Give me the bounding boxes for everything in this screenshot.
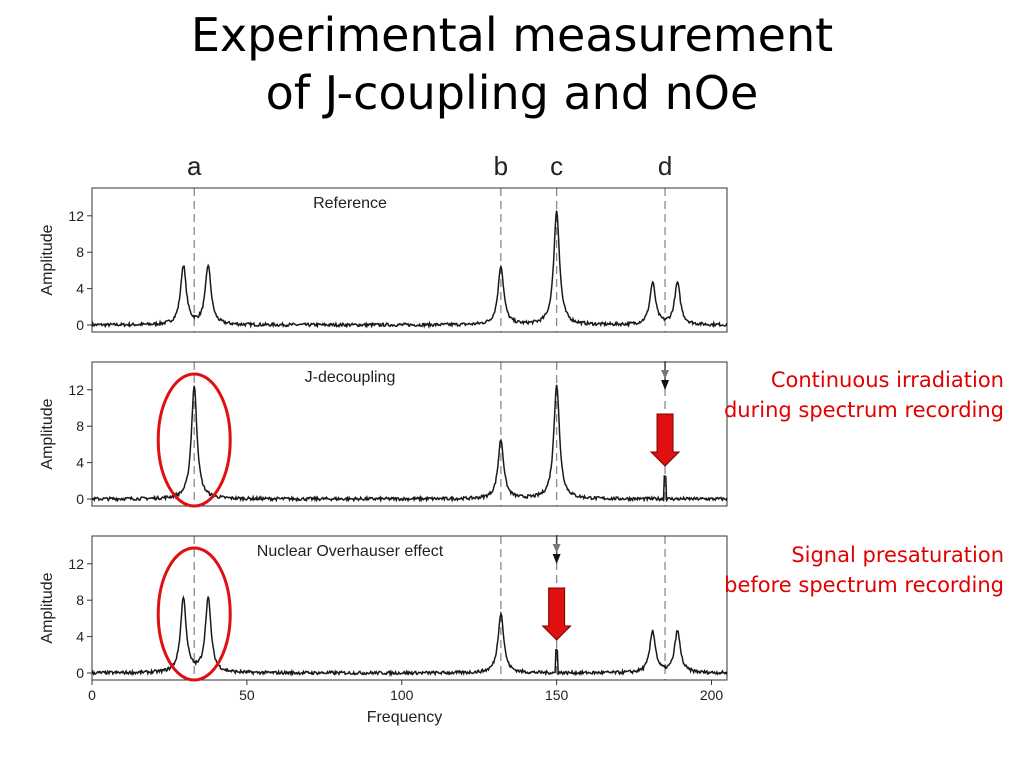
highlight-ellipse xyxy=(156,372,232,508)
y-tick-label: 4 xyxy=(76,281,84,297)
panel-frame xyxy=(91,361,728,507)
irradiation-chevron-icon xyxy=(552,554,561,564)
y-tick-label: 12 xyxy=(68,382,84,398)
spectrum-trace xyxy=(91,594,728,678)
irradiation-chevron-icon xyxy=(661,370,670,379)
irradiation-note-line-2: during spectrum recording xyxy=(723,398,1004,422)
title-line-1: Experimental measurement xyxy=(190,8,834,62)
y-tick-label: 8 xyxy=(76,244,84,260)
x-tick-label: 150 xyxy=(545,687,569,703)
spectrum-trace xyxy=(91,384,728,503)
highlight-ellipse xyxy=(156,546,232,682)
red-arrow-icon xyxy=(649,413,681,467)
presaturation-note-line-2: before spectrum recording xyxy=(724,573,1004,597)
y-tick-label: 12 xyxy=(68,556,84,572)
x-axis-label: Frequency xyxy=(367,709,443,726)
panel-frame xyxy=(91,187,728,333)
y-tick-label: 0 xyxy=(76,317,84,333)
slide-title: Experimental measurement of J-coupling a… xyxy=(0,6,1024,122)
spectrum-trace xyxy=(91,210,728,330)
peak-label-d: d xyxy=(658,151,672,181)
x-tick-label: 200 xyxy=(700,687,724,703)
y-tick-label: 4 xyxy=(76,629,84,645)
y-axis-label: Amplitude xyxy=(39,572,56,643)
irradiation-note-line-1: Continuous irradiation xyxy=(770,368,1004,392)
peak-label-c: c xyxy=(550,151,563,181)
panel-frame xyxy=(91,535,728,681)
panel-title: Reference xyxy=(313,195,387,212)
y-tick-label: 8 xyxy=(76,592,84,608)
peak-label-b: b xyxy=(494,151,508,181)
red-arrow-icon xyxy=(541,587,572,641)
y-axis-label: Amplitude xyxy=(39,224,56,295)
x-tick-label: 100 xyxy=(390,687,414,703)
y-tick-label: 0 xyxy=(76,665,84,681)
y-tick-label: 8 xyxy=(76,418,84,434)
irradiation-note: Continuous irradiation during spectrum r… xyxy=(724,365,1004,425)
y-tick-label: 12 xyxy=(68,208,84,224)
y-tick-label: 4 xyxy=(76,455,84,471)
x-tick-label: 50 xyxy=(239,687,255,703)
y-axis-label: Amplitude xyxy=(39,398,56,469)
irradiation-chevron-icon xyxy=(661,380,670,390)
panel-title: J-decoupling xyxy=(305,369,396,386)
x-tick-label: 0 xyxy=(88,687,96,703)
irradiation-chevron-icon xyxy=(552,544,561,553)
presaturation-note-line-1: Signal presaturation xyxy=(791,543,1004,567)
panel-title: Nuclear Overhauser effect xyxy=(257,543,444,560)
title-line-2: of J-coupling and nOe xyxy=(265,66,759,120)
presaturation-note: Signal presaturation before spectrum rec… xyxy=(724,540,1004,600)
peak-label-a: a xyxy=(187,151,202,181)
y-tick-label: 0 xyxy=(76,491,84,507)
